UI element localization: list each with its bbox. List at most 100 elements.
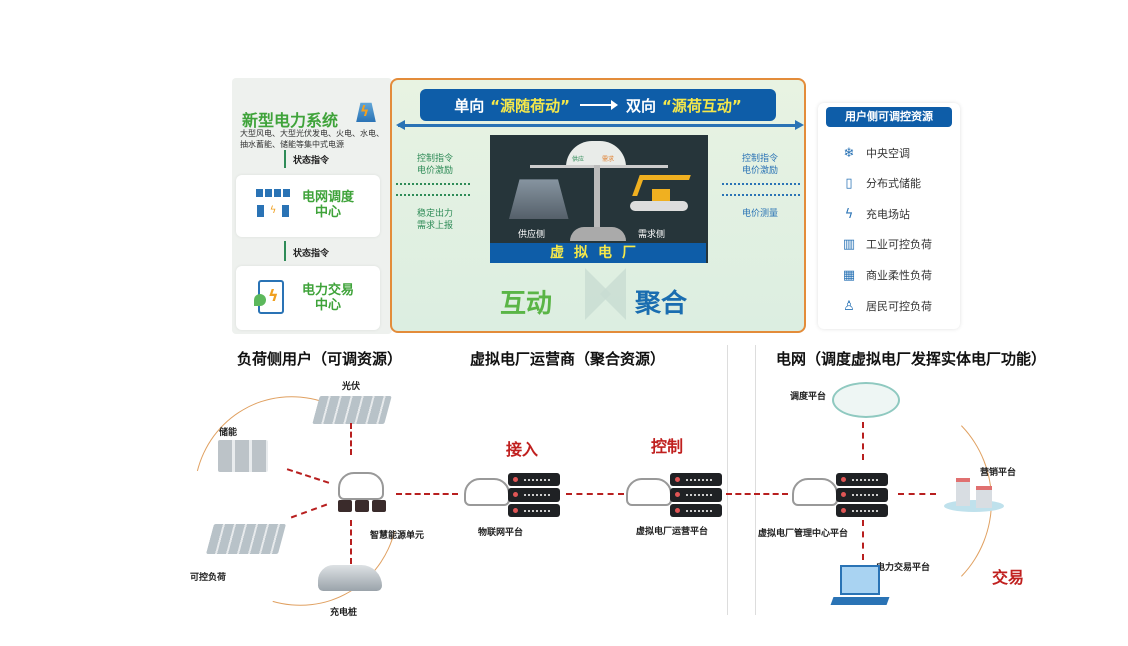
right-control-text: 控制指令 电价激励 bbox=[741, 154, 778, 176]
smart-energy-cloud-icon bbox=[338, 472, 384, 500]
trade-label: 交易 bbox=[992, 568, 1025, 587]
left-control-text: 控制指令 电价激励 bbox=[416, 154, 453, 176]
operation-to-mgmt-arrow bbox=[726, 493, 788, 495]
ev-to-unit-arrow bbox=[350, 520, 352, 564]
scale-base bbox=[570, 227, 626, 241]
user-resources-header: 用户侧可调控资源 bbox=[826, 107, 952, 127]
dispatch-center-card: ϟ 电网调度中心 bbox=[236, 175, 380, 237]
load-users-section-title: 负荷侧用户（可调资源） bbox=[237, 350, 403, 368]
vpp-mgmt-platform-label: 虚拟电厂管理中心平台 bbox=[758, 529, 849, 539]
double-arrow-left-head-icon bbox=[396, 120, 405, 130]
snowflake-icon: ❄ bbox=[843, 145, 855, 161]
section-divider-2 bbox=[755, 345, 756, 615]
state-arrow-1 bbox=[284, 150, 286, 168]
trading-clipboard-icon: ϟ bbox=[254, 280, 284, 314]
state-arrow-2 bbox=[284, 241, 286, 261]
dispatch-to-mgmt-arrow bbox=[862, 422, 864, 460]
resource-label: 中央空调 bbox=[866, 147, 910, 160]
resource-label: 居民可控负荷 bbox=[866, 300, 932, 313]
storage-label: 储能 bbox=[219, 428, 238, 438]
grid-dispatch-icon: ϟ bbox=[256, 189, 290, 221]
demand-side-robot-icon bbox=[626, 175, 692, 215]
mgmt-to-marketing-arrow bbox=[898, 493, 936, 495]
scale-tag-supply: 供应 bbox=[572, 156, 585, 163]
supply-side-plant-icon bbox=[509, 179, 569, 219]
controllable-load-label: 可控负荷 bbox=[190, 573, 227, 583]
dispatch-platform-label: 调度平台 bbox=[790, 392, 827, 402]
grid-section-title: 电网（调度虚拟电厂发挥实体电厂功能） bbox=[776, 350, 1047, 368]
dispatch-center-title: 电网调度中心 bbox=[301, 190, 354, 220]
lightning-icon: ϟ bbox=[360, 104, 370, 120]
right-dotted-arrow-left bbox=[722, 194, 800, 196]
scale-pillar bbox=[594, 165, 600, 229]
charging-station-icon: ϟ bbox=[844, 206, 854, 222]
state-command-label-1: 状态指令 bbox=[293, 156, 330, 166]
supply-side-label: 供应侧 bbox=[518, 230, 546, 240]
demand-side-label: 需求侧 bbox=[638, 230, 666, 240]
smart-energy-unit-label: 智慧能源单元 bbox=[370, 531, 425, 541]
banner-arrow-icon bbox=[580, 100, 618, 110]
control-label: 控制 bbox=[651, 437, 684, 456]
resource-label: 工业可控负荷 bbox=[866, 238, 932, 251]
power-plant-icon bbox=[356, 102, 376, 122]
resource-label: 商业柔性负荷 bbox=[866, 269, 932, 282]
vpp-operation-platform-label: 虚拟电厂运营平台 bbox=[636, 527, 709, 537]
mgmt-cloud-icon bbox=[792, 478, 838, 506]
aggregation-label: 聚合 bbox=[635, 289, 688, 319]
double-arrow-line bbox=[398, 124, 800, 127]
trading-center-card: ϟ 电力交易中心 bbox=[236, 266, 380, 330]
banner-mid: 双向 bbox=[626, 96, 657, 115]
building-icon: ▦ bbox=[842, 267, 856, 283]
dispatch-network-icon bbox=[832, 382, 900, 418]
scale-tag-demand: 需求 bbox=[602, 156, 615, 163]
left-report-text: 稳定出力 需求上报 bbox=[416, 209, 453, 231]
operation-server-icon bbox=[670, 473, 722, 517]
state-command-label-2: 状态指令 bbox=[293, 249, 330, 259]
user-resources-panel bbox=[818, 103, 960, 329]
storage-battery-icon bbox=[218, 440, 268, 472]
mgmt-to-trading-arrow bbox=[862, 520, 864, 560]
controllable-load-icon bbox=[205, 524, 287, 554]
battery-icon: ▯ bbox=[845, 175, 853, 191]
iot-platform-label: 物联网平台 bbox=[478, 528, 524, 538]
marketing-houses-icon bbox=[944, 478, 1004, 512]
interaction-label: 互动 bbox=[500, 289, 553, 319]
right-dotted-arrow-right bbox=[722, 183, 800, 185]
iot-to-operation-arrow bbox=[566, 493, 624, 495]
operator-section-title: 虚拟电厂运营商（聚合资源） bbox=[470, 350, 666, 368]
trading-laptop-icon bbox=[830, 565, 890, 609]
smart-energy-servers-icon bbox=[338, 500, 386, 512]
resource-item: ▥ 工业可控负荷 bbox=[840, 235, 932, 253]
resource-item: ❄ 中央空调 bbox=[840, 144, 910, 162]
access-label: 接入 bbox=[506, 440, 539, 459]
resource-item: ▦ 商业柔性负荷 bbox=[840, 266, 932, 284]
resource-item: ▯ 分布式储能 bbox=[840, 174, 921, 192]
unit-to-iot-arrow bbox=[396, 493, 458, 495]
banner-prefix: 单向 bbox=[454, 96, 485, 115]
balance-scale-illustration: 供应 需求 供应侧 需求侧 bbox=[490, 135, 708, 263]
operation-cloud-icon bbox=[626, 478, 672, 506]
new-power-system-title: 新型电力系统 bbox=[242, 111, 339, 130]
people-icon: ♙ bbox=[843, 298, 855, 314]
banner-highlight-1: “源随荷动” bbox=[490, 96, 570, 115]
resource-label: 分布式储能 bbox=[866, 177, 921, 190]
virtual-power-plant-label: 虚拟电厂 bbox=[490, 243, 706, 263]
resource-label: 充电场站 bbox=[866, 208, 910, 221]
aggregation-chevron bbox=[600, 268, 626, 320]
double-arrow-right-head-icon bbox=[795, 120, 804, 130]
trading-center-title: 电力交易中心 bbox=[301, 283, 354, 313]
iot-server-icon bbox=[508, 473, 560, 517]
banner-highlight-2: “源荷互动” bbox=[662, 96, 742, 115]
section-divider-1 bbox=[727, 345, 728, 615]
resource-item: ♙ 居民可控负荷 bbox=[840, 297, 932, 315]
right-price-text: 电价测量 bbox=[741, 209, 778, 219]
power-trading-platform-label: 电力交易平台 bbox=[876, 563, 931, 573]
pv-panel-icon bbox=[312, 396, 392, 424]
left-dotted-arrow-left bbox=[396, 194, 470, 196]
marketing-platform-label: 营销平台 bbox=[980, 468, 1017, 478]
resource-item: ϟ 充电场站 bbox=[840, 205, 910, 223]
iot-cloud-icon bbox=[464, 478, 510, 506]
pv-label: 光伏 bbox=[342, 382, 361, 392]
left-dotted-arrow-right bbox=[396, 183, 470, 185]
mgmt-server-icon bbox=[836, 473, 888, 517]
